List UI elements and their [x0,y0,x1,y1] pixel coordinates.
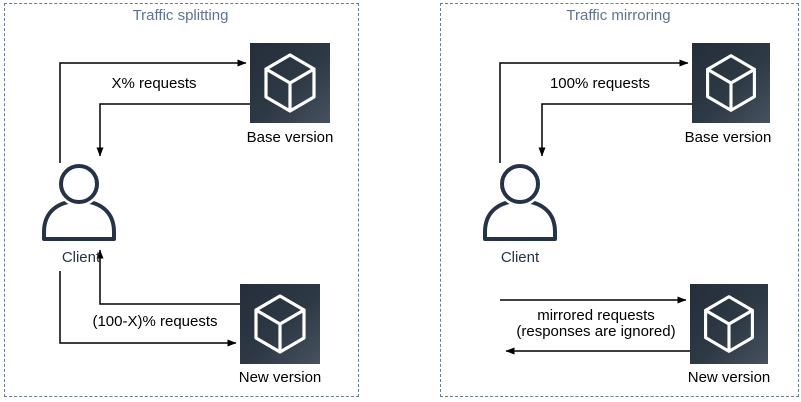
cube-icon [264,53,316,113]
client-label-left: Client [61,249,101,266]
cube-icon [706,54,756,112]
arrow-label-mirrored-requests: mirrored requests (responses are ignored… [496,308,696,339]
arrow-label-100-percent-requests: 100% requests [549,75,651,92]
new-version-label-left: New version [238,369,322,386]
base-version-icon [692,43,770,123]
arrow-label-x-percent-requests: X% requests [111,75,197,92]
new-version-icon [690,284,768,364]
base-version-label-left: Base version [246,129,334,146]
panel-title-traffic-mirroring: Traffic mirroring [566,7,671,24]
arrow-label-mirrored-requests-line1: mirrored requests [537,307,655,324]
arrow-label-100-minus-x-requests: (100-X)% requests [92,313,218,330]
panel-title-traffic-splitting: Traffic splitting [132,7,229,24]
arrow-label-mirrored-requests-line2: (responses are ignored) [516,322,676,340]
cube-icon [254,294,306,354]
client-icon [483,164,557,241]
client-label-right: Client [500,249,540,266]
client-icon [42,164,116,241]
base-version-icon [250,43,330,123]
base-version-label-right: Base version [684,129,772,146]
new-version-icon [240,284,320,364]
cube-icon [704,295,754,353]
new-version-label-right: New version [687,369,771,386]
